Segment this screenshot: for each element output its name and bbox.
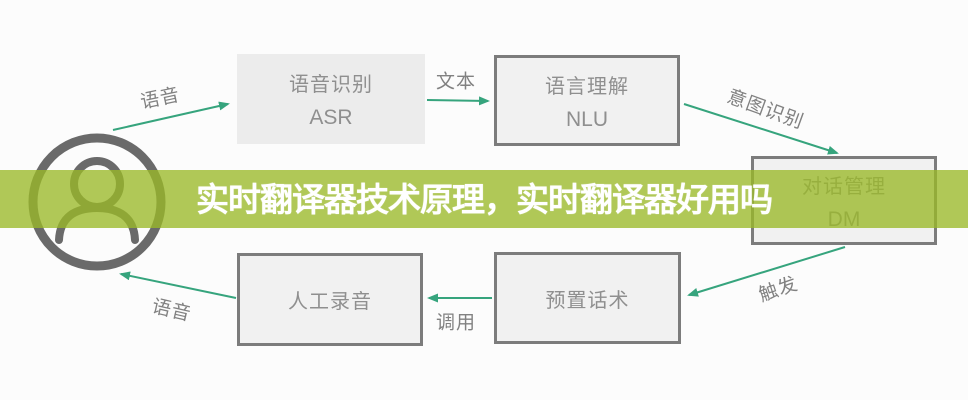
arrow-voice-top [112, 101, 230, 131]
banner-title: 实时翻译器技术原理，实时翻译器好用吗 [196, 180, 773, 218]
edge-label-text: 文本 [435, 71, 477, 93]
edge-label-call: 调用 [435, 312, 477, 334]
node-nlu-title: 语言理解 [545, 75, 629, 98]
node-manual-title: 人工录音 [288, 291, 372, 313]
node-nlu: 语言理解 NLU [494, 55, 680, 146]
node-manual-recording: 人工录音 [237, 253, 423, 346]
title-banner: 实时翻译器技术原理，实时翻译器好用吗 [0, 170, 968, 228]
arrow-text [426, 96, 490, 106]
node-nlu-subtitle: NLU [565, 107, 608, 131]
arrow-intent [683, 103, 839, 155]
node-asr-title: 语音识别 [289, 74, 373, 96]
arrow-voice-bottom [119, 271, 237, 299]
node-preset-script: 预置话术 [494, 252, 681, 344]
arrow-trigger [687, 246, 846, 297]
node-asr: 语音识别 ASR [237, 54, 425, 144]
node-asr-subtitle: ASR [309, 106, 353, 129]
node-preset-title: 预置话术 [545, 289, 630, 312]
flow-arrows [112, 96, 846, 303]
